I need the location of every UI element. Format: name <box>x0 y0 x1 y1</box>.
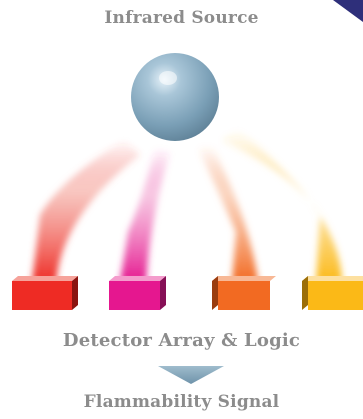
detector-yellow <box>302 276 363 310</box>
infrared-source-sphere <box>131 53 219 141</box>
detector-orange <box>212 276 276 310</box>
beam-yellow <box>222 130 342 282</box>
corner-accent <box>333 0 363 22</box>
beam-red <box>32 140 140 282</box>
flammability-signal-label: Flammability Signal <box>83 392 280 412</box>
beam-magenta <box>120 148 170 282</box>
detector-magenta <box>109 276 166 310</box>
sphere-highlight <box>159 71 177 85</box>
beam-orange <box>198 146 258 282</box>
detector-red <box>12 276 78 310</box>
infrared-source-label: Infrared Source <box>104 8 259 28</box>
detector-array-label: Detector Array & Logic <box>62 330 301 351</box>
beam-group <box>32 130 342 282</box>
down-arrow-icon <box>158 366 224 384</box>
